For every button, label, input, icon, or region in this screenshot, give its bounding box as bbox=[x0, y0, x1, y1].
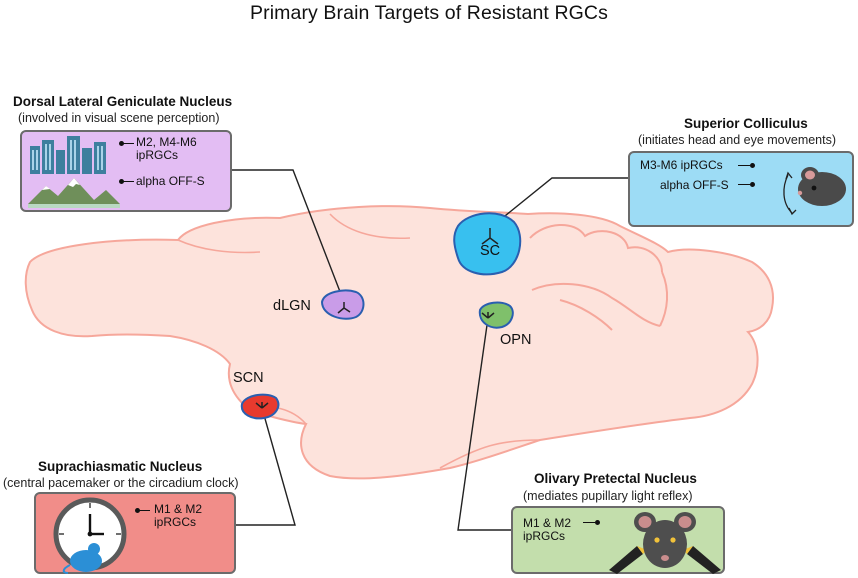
opn-item-2: ipRGCs bbox=[523, 529, 566, 543]
opn-nucleus bbox=[478, 301, 514, 329]
opn-label: OPN bbox=[500, 332, 532, 348]
city-skyline-icon bbox=[30, 136, 106, 174]
sc-panel: M3-M6 ipRGCs alpha OFF-S bbox=[628, 151, 854, 227]
opn-connector bbox=[457, 317, 511, 531]
connector-lines bbox=[232, 169, 628, 531]
dlgn-item-1: M2, M4-M6 bbox=[136, 135, 197, 149]
sc-heading: Superior Colliculus bbox=[684, 116, 808, 131]
dlgn-connector bbox=[232, 169, 345, 303]
scn-connector bbox=[236, 407, 296, 526]
mountains-icon bbox=[28, 178, 120, 208]
sc-item-1: M3-M6 ipRGCs bbox=[640, 158, 723, 172]
dlgn-nucleus bbox=[320, 289, 365, 320]
scn-label: SCN bbox=[233, 370, 264, 386]
sc-nucleus bbox=[453, 212, 522, 276]
scn-heading: Suprachiasmatic Nucleus bbox=[38, 459, 203, 474]
dlgn-subtitle: (involved in visual scene perception) bbox=[18, 111, 220, 125]
dlgn-label: dLGN bbox=[273, 298, 311, 314]
opn-subtitle: (mediates pupillary light reflex) bbox=[523, 489, 693, 503]
sc-subtitle: (initiates head and eye movements) bbox=[638, 133, 837, 147]
diagram-title: Primary Brain Targets of Resistant RGCs bbox=[250, 2, 608, 24]
cerebellum bbox=[529, 223, 668, 331]
opn-panel: M1 & M2 ipRGCs bbox=[511, 506, 725, 574]
dlgn-heading: Dorsal Lateral Geniculate Nucleus bbox=[13, 94, 233, 109]
opn-item-1: M1 & M2 bbox=[523, 516, 572, 530]
synapse-markers bbox=[255, 228, 499, 409]
sc-item-2: alpha OFF-S bbox=[660, 178, 729, 192]
scn-item-2: ipRGCs bbox=[154, 515, 197, 529]
brain-outline bbox=[24, 205, 774, 480]
dlgn-item-3: alpha OFF-S bbox=[136, 174, 205, 188]
sc-label: SC bbox=[480, 243, 501, 259]
scn-subtitle: (central pacemaker or the circadium cloc… bbox=[3, 476, 239, 490]
scn-item-1: M1 & M2 bbox=[154, 502, 203, 516]
dlgn-item-2: ipRGCs bbox=[136, 148, 179, 162]
mouse-face-icon bbox=[609, 512, 721, 574]
dlgn-panel: M2, M4-M6 ipRGCs alpha OFF-S bbox=[20, 130, 232, 212]
sc-connector bbox=[489, 177, 628, 229]
mouse-icon bbox=[62, 543, 102, 574]
scn-panel: M1 & M2 ipRGCs bbox=[34, 492, 236, 574]
mouse-head-icon bbox=[783, 167, 846, 216]
opn-heading: Olivary Pretectal Nucleus bbox=[534, 471, 697, 486]
